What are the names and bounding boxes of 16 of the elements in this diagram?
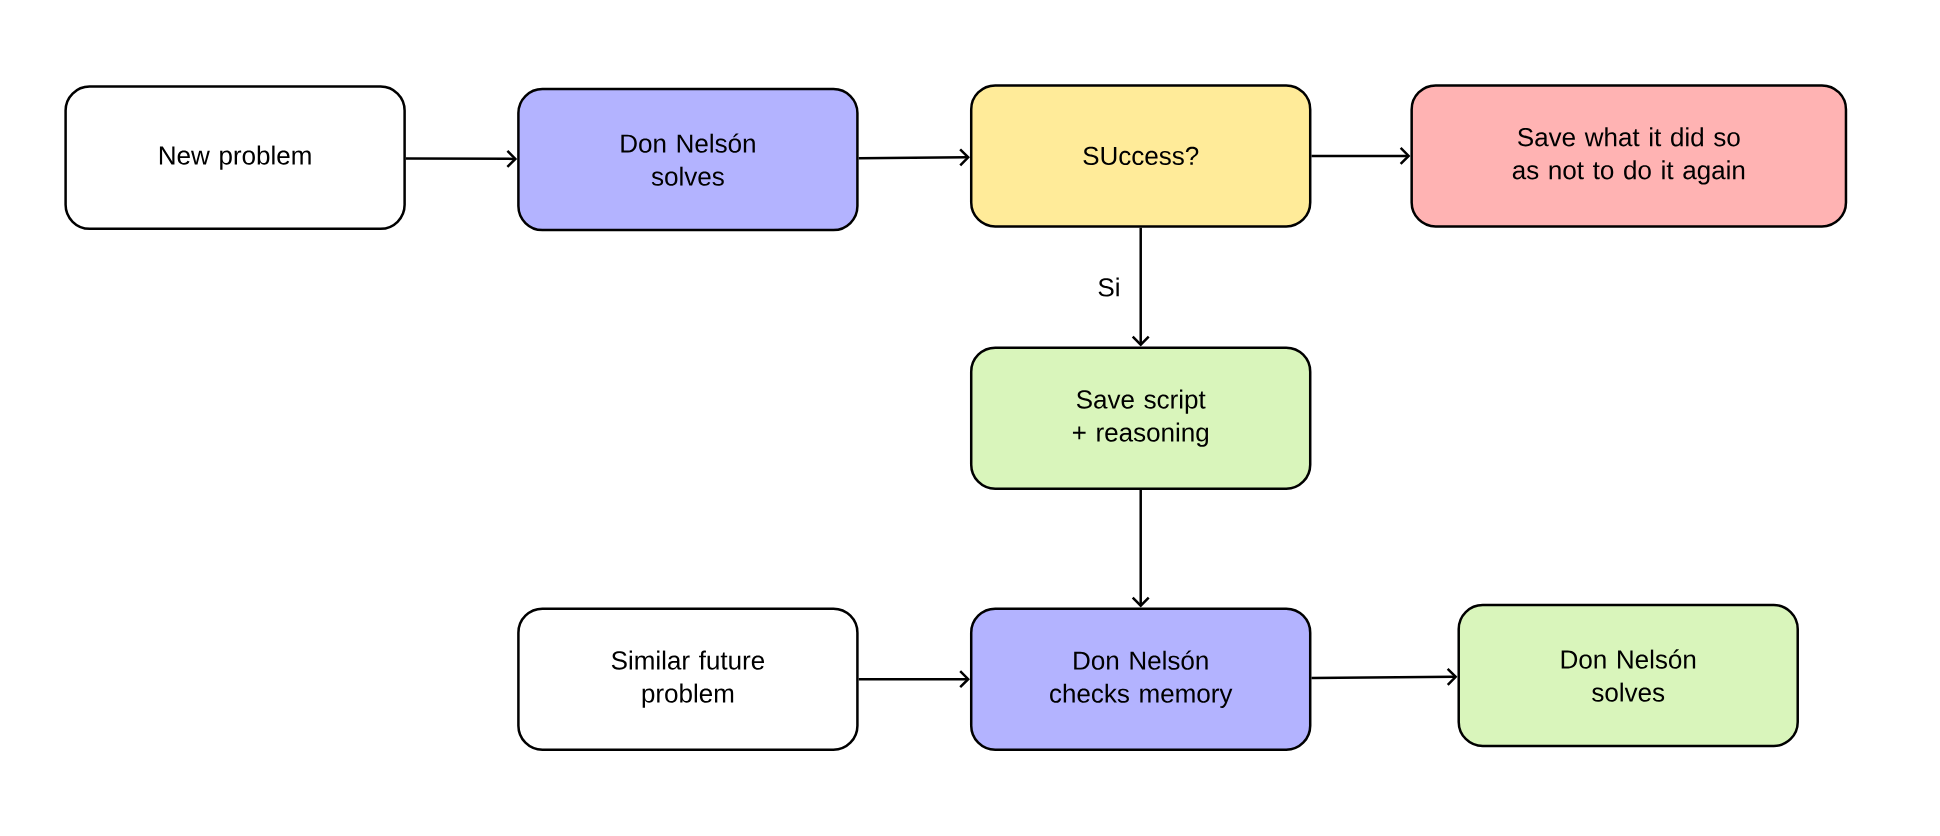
process-box: Don Nelsón solves [517,87,859,232]
process-box: Save what it did so as not to do it again [1410,84,1848,228]
decision-box: SUccess? [969,84,1312,228]
process-box: Don Nelsón solves [1457,603,1799,748]
arrow [1131,489,1150,608]
arrow [1311,668,1458,686]
process-box: New problem [64,85,406,231]
arrow [405,149,518,168]
arrow [1131,227,1150,347]
process-box: Save script + reasoning [969,346,1312,490]
edge-label: Si [1095,275,1123,299]
process-box: Similar future problem [517,607,859,751]
arrow [858,670,970,689]
arrow [858,148,970,167]
process-box: Don Nelsón checks memory [969,607,1312,751]
arrow [1311,147,1411,165]
